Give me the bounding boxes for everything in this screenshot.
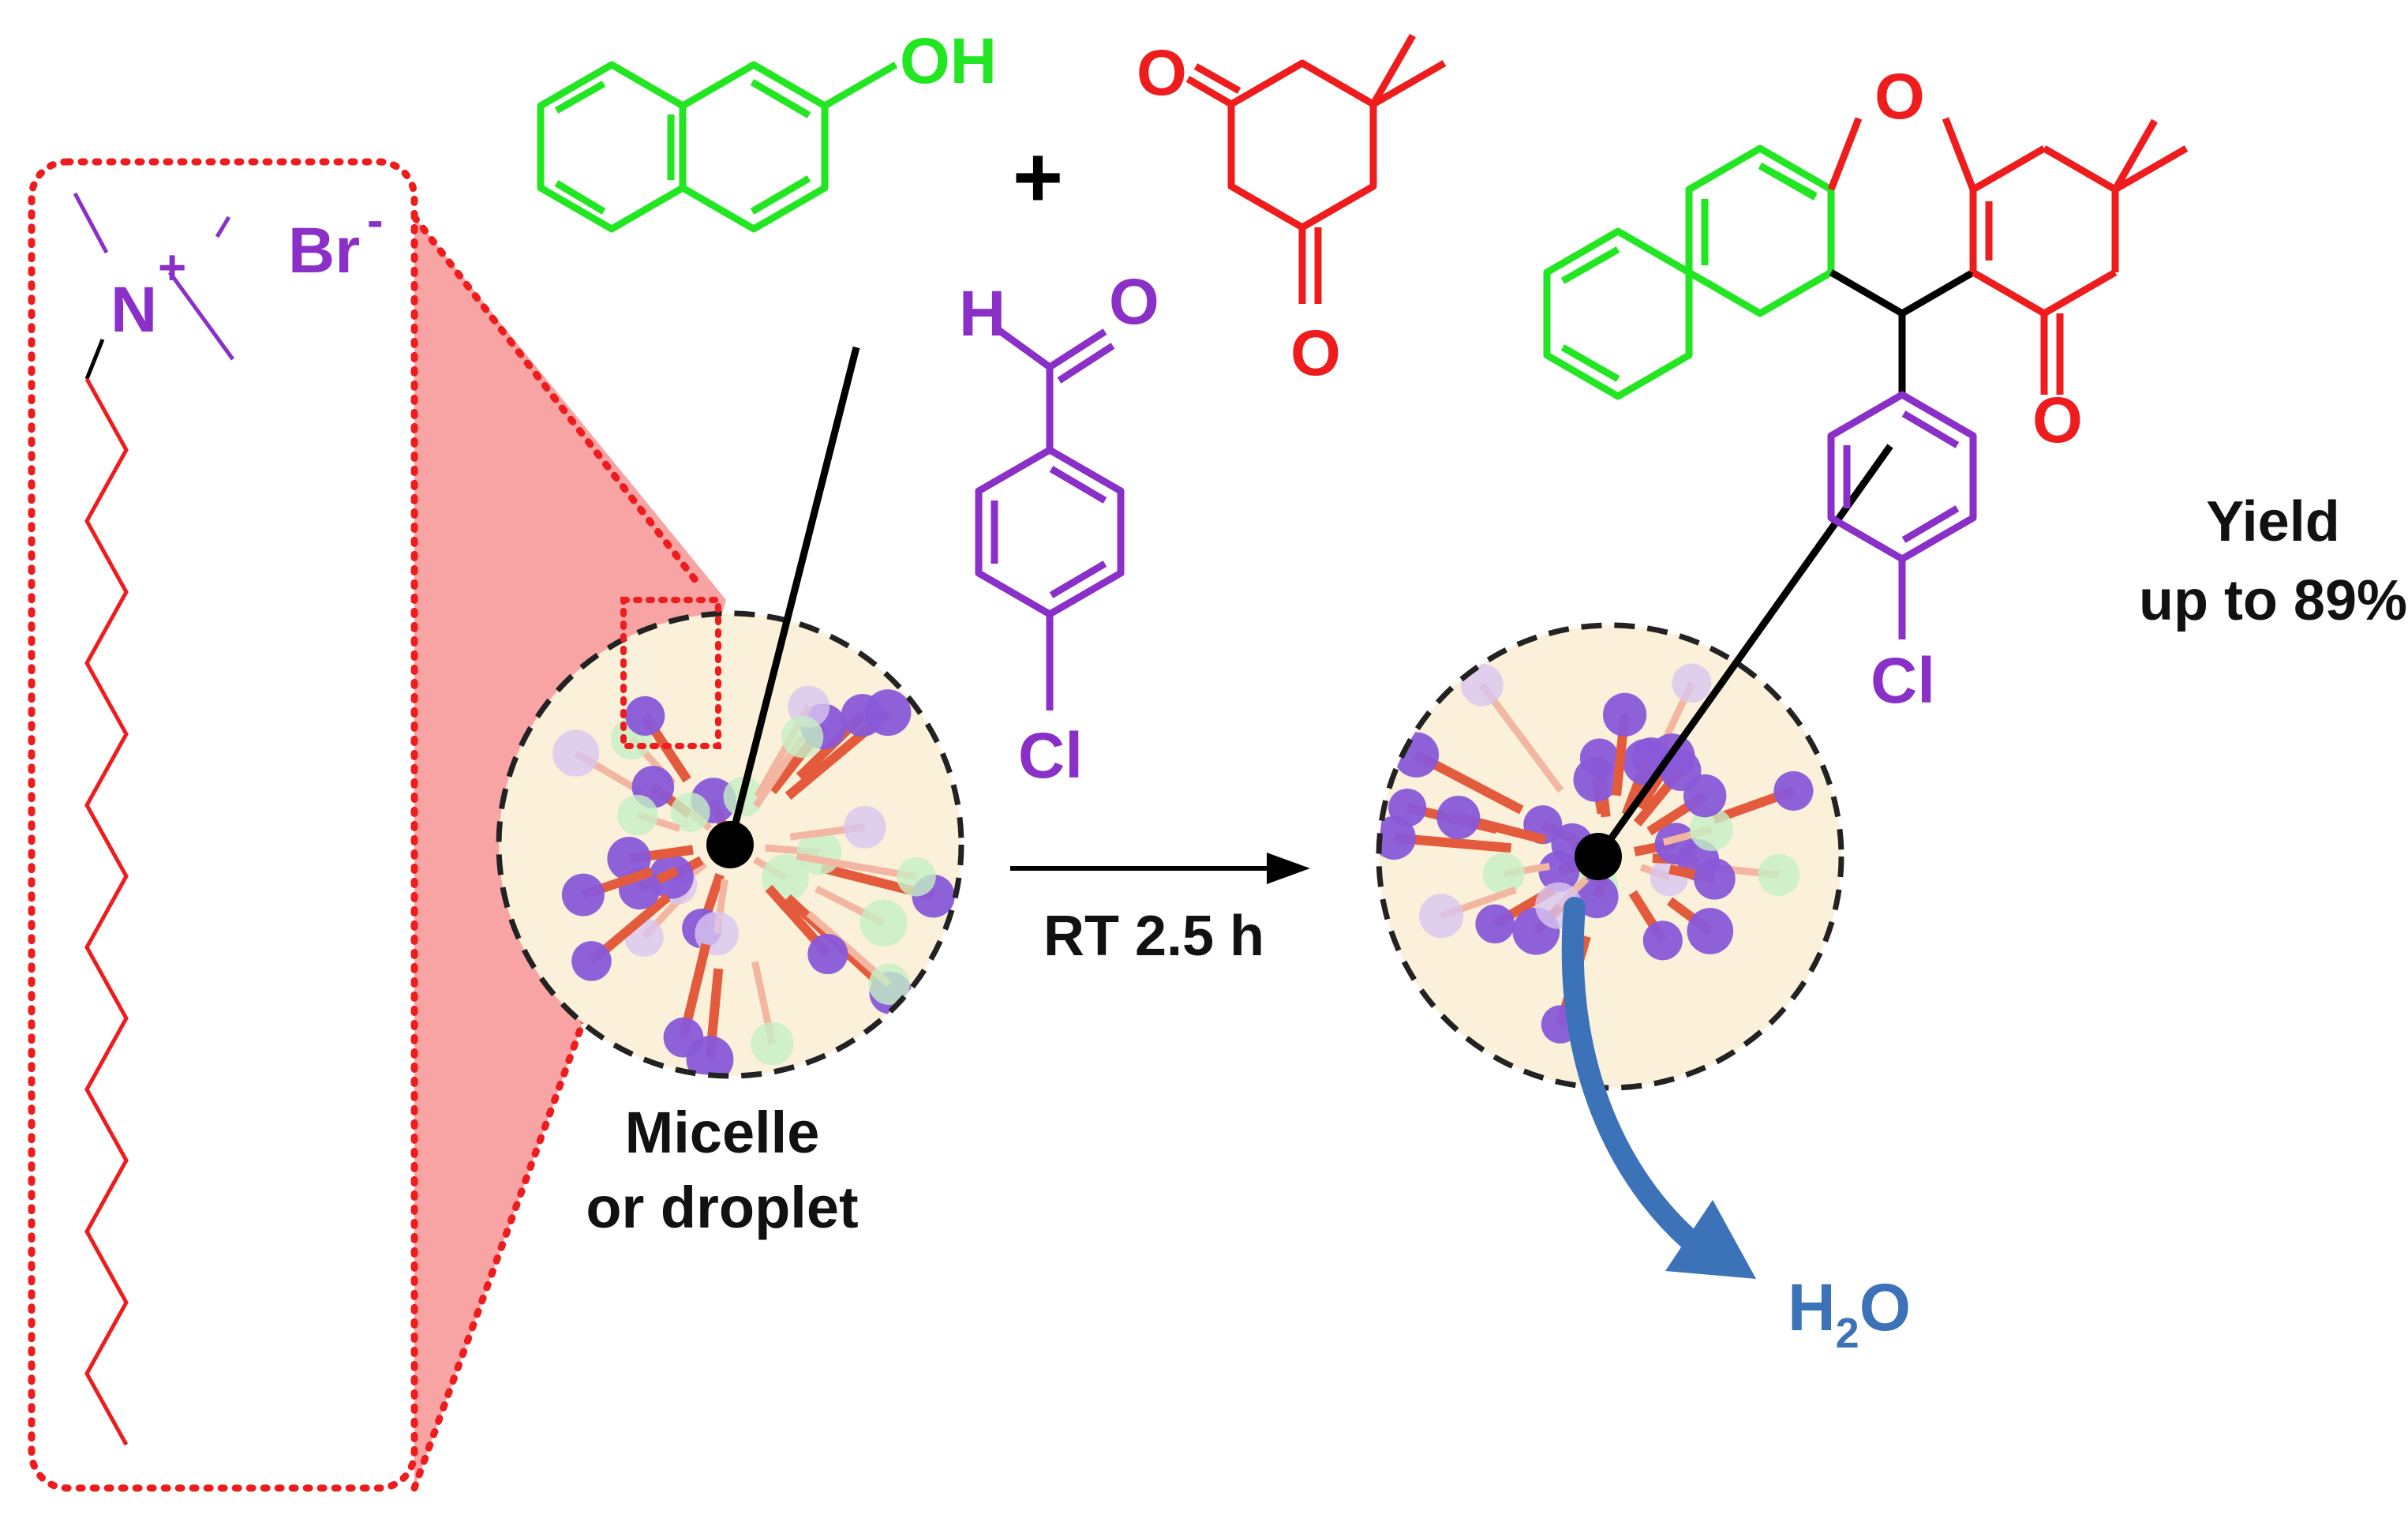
water-arrow: H2O <box>1561 897 1911 1357</box>
surfactant-head-bead <box>1687 908 1734 954</box>
surfactant-tail <box>796 853 917 881</box>
water-label: H2O <box>1788 1270 1911 1357</box>
surfactant-box <box>28 158 418 1492</box>
naphthol-oh: OH <box>900 25 997 97</box>
surfactant-head-bead <box>571 941 612 981</box>
product-pointer <box>1595 444 1893 859</box>
reactant-pointer <box>726 346 860 846</box>
bromide-charge: - <box>367 193 384 248</box>
surfactant-head-bead <box>1690 808 1733 852</box>
surfactant-head-bead <box>686 1036 734 1076</box>
alkyl-chain <box>84 377 129 1446</box>
surfactant-head-bead <box>1379 815 1416 860</box>
surfactant-tail <box>1479 683 1564 793</box>
surfactant-head-bead <box>841 694 884 737</box>
yield-line1: Yield <box>2206 490 2339 553</box>
surfactant-head-bead <box>868 963 910 1005</box>
micelle-zoom-region <box>620 597 721 749</box>
surfactant-head-bead <box>607 837 651 881</box>
reaction-arrow: RT 2.5 h <box>1010 853 1310 968</box>
bromide-label: Br <box>288 215 360 287</box>
ammonium-head <box>73 192 235 361</box>
surfactant-head-bead <box>807 933 848 975</box>
surfactant-head-bead <box>1602 692 1647 737</box>
surfactant-head-bead <box>670 793 710 832</box>
surfactant-head-bead <box>1575 875 1619 919</box>
dione-o-top: O <box>1137 37 1187 109</box>
surfactant-head-bead <box>1758 853 1800 896</box>
nitrogen-charge: + <box>158 241 186 295</box>
reaction-site-left <box>706 821 754 868</box>
aldehyde-h: H <box>959 278 1006 350</box>
surfactant-head-bead <box>617 794 658 836</box>
surfactant-head-bead <box>1672 663 1712 703</box>
product-structure <box>1543 117 2189 639</box>
surfactant-head-bead <box>561 873 605 917</box>
micelle-right-surfactants <box>1379 663 1814 1044</box>
surfactant-head-bead <box>1573 757 1619 802</box>
micelle-left-surfactants <box>552 685 955 1076</box>
surfactant-head-bead <box>1461 663 1504 707</box>
surfactant-head-bead <box>897 857 936 897</box>
product-carbonyl-o: O <box>2032 384 2083 456</box>
yield-line2: up to 89% <box>2139 569 2407 632</box>
surfactant-head-bead <box>1694 858 1736 900</box>
surfactant-head-bead <box>1642 920 1683 961</box>
surfactant-head-bead <box>843 805 886 849</box>
aldehyde-cl: Cl <box>1018 720 1083 792</box>
aldehyde-o: O <box>1109 266 1159 338</box>
dione-structure <box>1185 33 1447 304</box>
nitrogen-label: N <box>110 274 157 346</box>
reaction-site-right <box>1575 833 1622 880</box>
surfactant-head-bead <box>781 715 824 759</box>
surfactant-head-bead <box>1773 770 1814 811</box>
product-ring-o: O <box>1874 61 1925 133</box>
surfactant-head-bead <box>1683 774 1727 818</box>
surfactant-head-bead <box>625 695 665 737</box>
naphthol-structure <box>537 61 898 233</box>
dione-o-bottom: O <box>1290 317 1341 389</box>
reaction-condition: RT 2.5 h <box>1043 905 1264 968</box>
surfactant-head-bead <box>1436 796 1481 840</box>
micelle-left: Micelle or droplet <box>496 597 964 1240</box>
surfactant-head-bead <box>1482 853 1525 895</box>
surfactant-head-bead <box>1475 904 1515 944</box>
plus-sign: + <box>1013 129 1063 226</box>
micelle-label-line2: or droplet <box>586 1175 858 1240</box>
surfactant-head-bead <box>552 729 600 777</box>
product-cl: Cl <box>1871 645 1935 717</box>
surfactant-head-bead <box>1419 894 1464 939</box>
aldehyde-structure <box>975 327 1125 710</box>
surfactant-head-bead <box>751 1022 794 1066</box>
surfactant-head-bead <box>859 899 908 947</box>
micelle-label-line1: Micelle <box>625 1100 820 1165</box>
